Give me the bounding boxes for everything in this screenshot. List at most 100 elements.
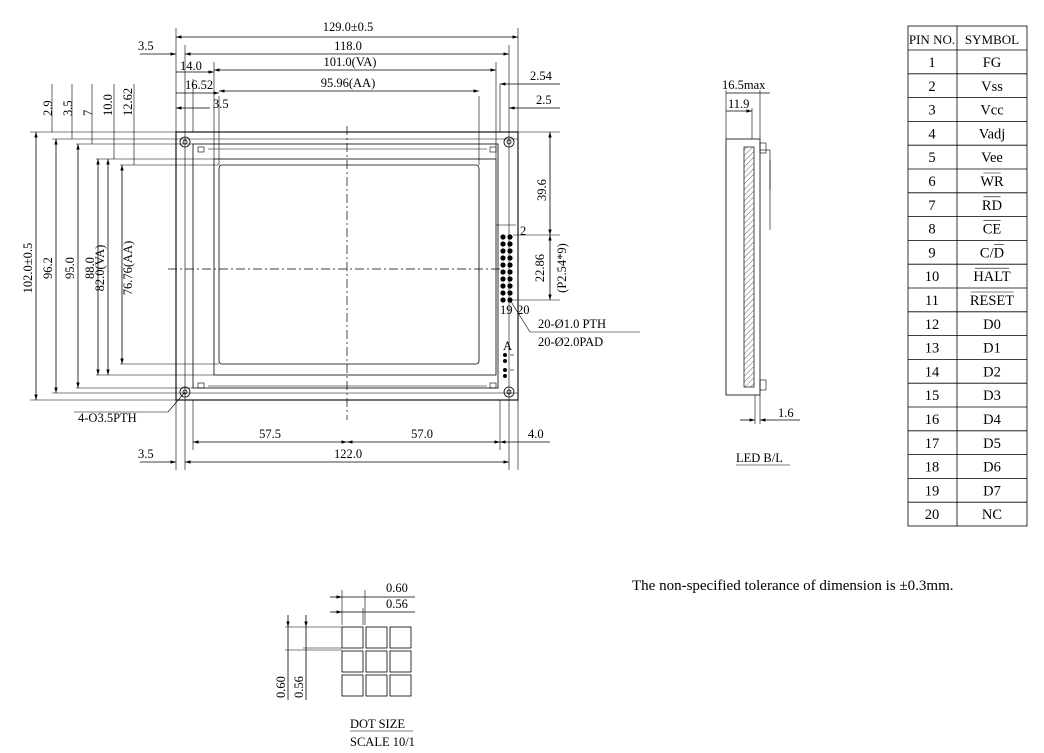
connector-pin	[500, 290, 506, 296]
pin-symbol: D2	[983, 364, 1001, 380]
connector-pin	[507, 290, 513, 296]
dot-cell	[341, 674, 364, 697]
connector-pin	[500, 248, 506, 254]
viewing-area	[213, 158, 497, 376]
dot-scale: SCALE 10/1	[350, 735, 415, 749]
pin-number: 6	[928, 174, 935, 190]
dot-cell	[365, 674, 388, 697]
active-area	[218, 164, 480, 365]
connector-pitch: (P2.54*9)	[555, 243, 569, 293]
bottom-left-dim: 57.5	[259, 427, 281, 441]
connector-pin	[500, 262, 506, 268]
pin-number: 7	[928, 198, 935, 214]
connector-pin	[507, 234, 513, 240]
pin-symbol: D0	[983, 317, 1001, 333]
side-caption: LED B/L	[736, 451, 783, 465]
pin-symbol: Vee	[981, 150, 1003, 166]
pth-holes: 20-Ø1.0 PTH	[538, 317, 606, 331]
height-95: 95.0	[63, 257, 77, 279]
right-offset-b: 2.5	[536, 93, 552, 107]
connector-length: 22.86	[533, 254, 547, 282]
dot-cell	[389, 626, 412, 649]
height-2-9: 2.9	[41, 100, 55, 116]
bottom-right-edge: 4.0	[528, 427, 544, 441]
pin-number: 14	[925, 364, 940, 380]
pin-symbol: WR	[980, 174, 1004, 190]
height-88: 88.0	[83, 257, 97, 279]
pin-symbol: FG	[983, 55, 1002, 71]
pin-header: PIN NO.	[909, 32, 955, 47]
pin-number: 5	[928, 150, 935, 166]
pin-number: 15	[925, 388, 940, 404]
pin-number: 20	[925, 507, 940, 523]
pin20-label: 20	[517, 303, 530, 317]
anode-label: A	[503, 339, 512, 353]
va-height: 82.0(VA)	[93, 245, 107, 292]
dot-cell	[365, 650, 388, 673]
pin-number: 19	[925, 483, 940, 499]
pin-symbol: D4	[983, 412, 1001, 428]
pcb-width: 118.0	[334, 39, 362, 53]
pin-number: 11	[925, 293, 939, 309]
left-edge-offset: 3.5	[138, 39, 154, 53]
pin-symbol: D3	[983, 388, 1001, 404]
pin-symbol: CE	[983, 222, 1002, 238]
pad-holes: 20-Ø2.0PAD	[538, 335, 603, 349]
pin-symbol: Vcc	[980, 103, 1003, 119]
dot-pitch-h: 0.60	[274, 676, 288, 698]
height-10: 10.0	[101, 94, 115, 116]
pin-symbol: Vss	[981, 79, 1003, 95]
symbol-header: SYMBOL	[965, 32, 1019, 47]
dot-dot-h: 0.56	[292, 676, 306, 698]
connector-pin	[500, 269, 506, 275]
dot-detail: 0.60 0.56 0.60 0.56 DOT SIZE SCALE 10/1	[274, 581, 415, 749]
connector-pin	[507, 255, 513, 261]
pin-symbol: D1	[983, 341, 1001, 357]
top-dimensions: 129.0±0.5 118.0 3.5 101.0(VA) 14.0 95.96…	[138, 20, 560, 165]
aa-left-offset: 16.52	[185, 78, 213, 92]
bottom-dimensions: 57.5 57.0 4.0 122.0 3.5	[138, 400, 550, 470]
connector-pin	[500, 297, 506, 303]
connector-pin	[507, 283, 513, 289]
connector-pin	[500, 283, 506, 289]
pin-number: 2	[928, 79, 935, 95]
aa-height: 76.76(AA)	[121, 241, 135, 296]
dot-cell	[389, 650, 412, 673]
pin-symbol: C/D	[980, 245, 1004, 261]
connector-dimensions: 39.6 22.86 (P2.54*9) 20-Ø1.0 PTH 20-Ø2.0…	[509, 131, 640, 349]
pin19-label: 19	[500, 303, 513, 317]
connector-offset: 39.6	[535, 179, 549, 201]
connector-pin	[500, 255, 506, 261]
mount-pitch: 122.0	[334, 447, 362, 461]
pin-number: 17	[925, 436, 940, 452]
dot-cell	[341, 650, 364, 673]
pin-number: 10	[925, 269, 940, 285]
bottom-left-edge: 3.5	[138, 447, 154, 461]
height-12-62: 12.62	[121, 88, 135, 116]
active-area-width: 95.96(AA)	[321, 76, 376, 90]
pin-symbol: RD	[982, 198, 1002, 214]
connector-pin	[507, 241, 513, 247]
bezel-frame	[192, 143, 499, 389]
pin-symbol: RESET	[970, 293, 1014, 309]
side-view: 16.5max 11.9 1.6 LED B/L	[722, 78, 800, 466]
va-left-offset: 14.0	[180, 59, 202, 73]
hole-offset: 3.5	[213, 97, 229, 111]
connector-pin	[500, 234, 506, 240]
connector-pin	[507, 248, 513, 254]
dot-cell	[365, 626, 388, 649]
pin-number: 18	[925, 460, 940, 476]
connector-pin	[500, 241, 506, 247]
height-96-2: 96.2	[41, 257, 55, 279]
connector-pin	[507, 262, 513, 268]
side-thickness-max: 16.5max	[722, 78, 766, 92]
height-7: 7	[81, 110, 95, 116]
pin-number: 1	[928, 55, 935, 71]
pcb-thickness: 1.6	[778, 406, 794, 420]
right-offset-a: 2.54	[530, 69, 553, 83]
pin-symbol: NC	[982, 507, 1002, 523]
mount-holes	[179, 136, 515, 398]
dot-cell	[389, 674, 412, 697]
